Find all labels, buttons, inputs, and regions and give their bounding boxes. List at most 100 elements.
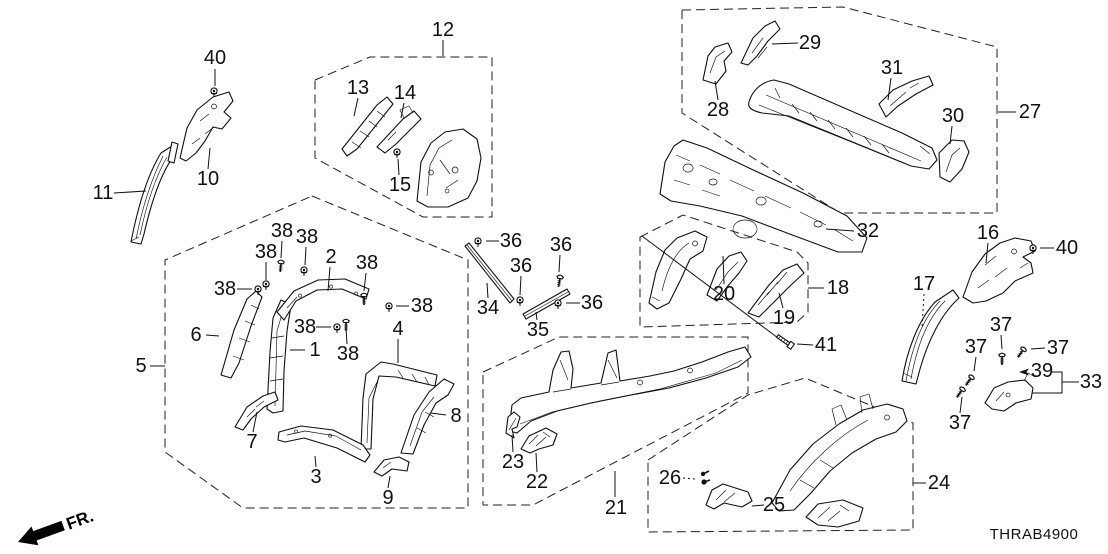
callout-38[interactable]: 38 <box>356 252 378 274</box>
callout-40[interactable]: 40 <box>204 47 226 69</box>
callout-3[interactable]: 3 <box>310 466 321 488</box>
part-34-detail <box>466 244 513 302</box>
fastener-clip-icon <box>1019 368 1029 376</box>
callout-40[interactable]: 40 <box>1056 237 1078 259</box>
callout-38[interactable]: 38 <box>214 278 236 300</box>
leader-line-14 <box>400 102 405 119</box>
fastener-screw-icon <box>962 373 977 389</box>
callout-34[interactable]: 34 <box>477 297 499 319</box>
callout-26[interactable]: 26 <box>659 467 681 489</box>
part-32-dashboard-upper-panel <box>659 139 868 253</box>
callout-38[interactable]: 38 <box>296 226 318 248</box>
callout-32[interactable]: 32 <box>857 220 879 242</box>
callout-38[interactable]: 38 <box>337 343 359 365</box>
callout-23[interactable]: 23 <box>502 451 524 473</box>
fastener-screw-icon <box>953 385 968 401</box>
leader-line-37 <box>959 396 963 414</box>
callout-38[interactable]: 38 <box>271 220 293 242</box>
leader-line-37 <box>973 356 977 372</box>
group-boundary-27 <box>681 6 998 214</box>
callout-33[interactable]: 33 <box>1080 371 1102 393</box>
fastener-nut-icon <box>516 296 524 307</box>
callout-27[interactable]: 27 <box>1019 101 1041 123</box>
leader-line-31 <box>887 77 892 101</box>
group-boundary-5 <box>164 195 469 509</box>
fr-direction-indicator: FR. <box>18 506 96 546</box>
callout-38[interactable]: 38 <box>411 295 433 317</box>
leader-line-19 <box>778 292 784 309</box>
fr-arrow-icon <box>18 520 65 546</box>
callout-21[interactable]: 21 <box>605 497 627 519</box>
callout-15[interactable]: 15 <box>389 174 411 196</box>
part-2-detail <box>286 284 358 309</box>
callout-35[interactable]: 35 <box>527 319 549 341</box>
fastener-screw-icon <box>1014 345 1029 361</box>
part-25-frame-bracket <box>705 483 753 510</box>
callout-29[interactable]: 29 <box>799 32 821 54</box>
callout-24[interactable]: 24 <box>928 472 950 494</box>
leader-line-15 <box>397 158 400 176</box>
callout-38[interactable]: 38 <box>255 241 277 263</box>
callout-5[interactable]: 5 <box>135 355 146 377</box>
callout-18[interactable]: 18 <box>827 277 849 299</box>
part-13-detail <box>351 110 386 149</box>
callout-13[interactable]: 13 <box>347 77 369 99</box>
leader-line-30 <box>949 125 953 145</box>
callout-25[interactable]: 25 <box>763 494 785 516</box>
fastener-nut-icon <box>385 302 393 313</box>
part-19-frame-extension <box>747 263 805 318</box>
leader-line-36 <box>519 275 522 296</box>
part-7-detail <box>246 400 265 418</box>
callout-36[interactable]: 36 <box>500 230 522 252</box>
part-10-wheelhouse-upper-left <box>179 91 234 162</box>
part-6-detail <box>232 304 260 361</box>
fastener-nut-icon <box>474 237 482 248</box>
callout-31[interactable]: 31 <box>881 57 903 79</box>
part-25-detail <box>715 489 736 503</box>
callout-7[interactable]: 7 <box>246 431 257 453</box>
callout-37[interactable]: 37 <box>990 314 1012 336</box>
callout-10[interactable]: 10 <box>197 168 219 190</box>
part-27-cowl-detail <box>758 87 931 164</box>
callout-12[interactable]: 12 <box>432 19 454 41</box>
leader-line-8 <box>430 412 447 416</box>
callout-1[interactable]: 1 <box>309 339 320 361</box>
callout-14[interactable]: 14 <box>394 82 416 104</box>
part-27-cowl-top-panel <box>748 79 938 170</box>
callout-37[interactable]: 37 <box>965 336 987 358</box>
callout-17[interactable]: 17 <box>913 273 935 295</box>
callout-39[interactable]: 39 <box>1031 360 1053 382</box>
callout-36[interactable]: 36 <box>550 234 572 256</box>
callout-36[interactable]: 36 <box>581 292 603 314</box>
callout-8[interactable]: 8 <box>450 405 461 427</box>
callout-36[interactable]: 36 <box>510 255 532 277</box>
leader-line-26 <box>682 477 696 480</box>
part-2-bulkhead-upper-frame <box>276 278 370 321</box>
callout-16[interactable]: 16 <box>977 222 999 244</box>
callout-37[interactable]: 37 <box>949 412 971 434</box>
callout-37[interactable]: 37 <box>1047 337 1069 359</box>
leader-line-41 <box>641 235 779 339</box>
callout-41[interactable]: 41 <box>815 334 837 356</box>
callout-9[interactable]: 9 <box>382 487 393 509</box>
part-29-cowl-bracket <box>740 20 781 66</box>
callout-11[interactable]: 11 <box>93 182 114 204</box>
fastener-screw-icon <box>341 318 351 332</box>
part-12-bulkhead-side-gusset <box>416 128 482 208</box>
callout-2[interactable]: 2 <box>325 246 336 268</box>
fastener-nut-icon <box>300 266 308 277</box>
callout-28[interactable]: 28 <box>707 99 729 121</box>
callout-30[interactable]: 30 <box>942 105 964 127</box>
callout-6[interactable]: 6 <box>190 324 201 346</box>
part-3-detail <box>286 429 362 451</box>
leader-line-29 <box>771 42 799 45</box>
callout-22[interactable]: 22 <box>526 471 548 493</box>
fastener-screw-icon <box>554 273 565 289</box>
callout-38[interactable]: 38 <box>294 316 316 338</box>
callout-4[interactable]: 4 <box>392 318 403 340</box>
leader-line-22 <box>535 452 538 473</box>
callout-20[interactable]: 20 <box>713 283 735 305</box>
callout-19[interactable]: 19 <box>773 307 795 329</box>
